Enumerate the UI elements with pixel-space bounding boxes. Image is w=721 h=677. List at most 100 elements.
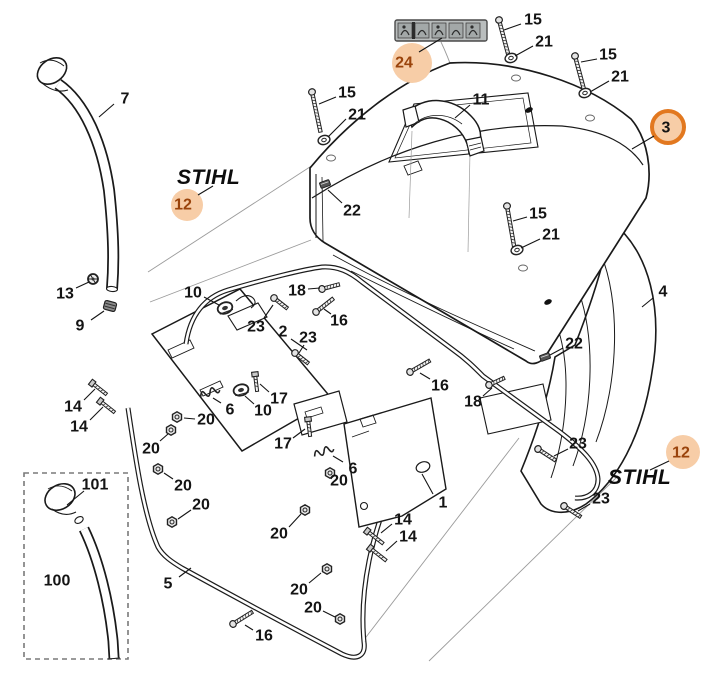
callout-21[interactable]: 21 [514, 34, 553, 57]
nut-glyph [152, 462, 164, 476]
screw-glyph [485, 375, 506, 389]
part-number-label: 15 [524, 12, 542, 29]
part-number-label: 1 [439, 495, 448, 512]
part-24-label-strip [394, 19, 488, 42]
callout-14[interactable]: 14 [64, 388, 96, 416]
callout-101[interactable]: 101 [66, 477, 108, 506]
callout-20[interactable]: 20 [304, 600, 336, 618]
callout-11[interactable]: 11 [454, 92, 490, 119]
callout-18[interactable]: 18 [464, 387, 493, 411]
callout-24[interactable]: 24 [395, 37, 443, 72]
callout-23[interactable]: 23 [553, 436, 587, 457]
callout-15[interactable]: 15 [580, 47, 617, 64]
callout-16[interactable]: 16 [323, 308, 348, 330]
callout-15[interactable]: 15 [512, 206, 547, 223]
screw-glyph [308, 88, 323, 134]
grommet-glyph [216, 301, 234, 315]
nut-glyph [166, 515, 178, 529]
callout-15[interactable]: 15 [318, 85, 356, 105]
marker-24[interactable] [392, 43, 432, 83]
callout-13[interactable]: 13 [56, 281, 90, 303]
screw-glyph [495, 16, 511, 57]
screw-glyph [406, 358, 432, 376]
part-number-label: 12 [672, 445, 690, 462]
callout-21[interactable]: 21 [520, 227, 560, 249]
spring-glyph [313, 446, 335, 457]
screw-glyph [229, 609, 255, 628]
part-number-label: 18 [288, 283, 306, 300]
part-number-label: 14 [64, 399, 82, 416]
stihl-logo-right: STIHL [608, 466, 671, 489]
option-box [23, 472, 129, 660]
callout-6[interactable]: 6 [212, 397, 235, 419]
callout-100[interactable]: 100 [44, 573, 71, 590]
part-number-label: 23 [299, 330, 317, 347]
part-number-label: 15 [529, 206, 547, 223]
marker-12-left[interactable] [171, 189, 203, 221]
part-11-handle [402, 99, 485, 157]
callout-14[interactable]: 14 [380, 512, 412, 534]
callout-18[interactable]: 18 [288, 283, 321, 300]
callout-6[interactable]: 6 [332, 455, 358, 478]
callout-23[interactable]: 23 [298, 330, 317, 354]
part-number-label: 21 [535, 34, 553, 51]
callout-3[interactable]: 3 [631, 120, 671, 150]
callout-4[interactable]: 4 [641, 284, 668, 308]
callout-22[interactable]: 22 [549, 336, 583, 356]
callout-17[interactable]: 17 [259, 383, 288, 408]
screw-glyph [291, 349, 311, 366]
part-number-label: 20 [290, 582, 308, 599]
callout-23[interactable]: 23 [577, 491, 610, 512]
part-number-label: 11 [473, 92, 490, 109]
part-number-label: 15 [599, 47, 617, 64]
callout-16[interactable]: 16 [244, 624, 273, 645]
hood-dot [544, 299, 552, 305]
callout-12[interactable]: 12 [174, 185, 214, 214]
callout-16[interactable]: 16 [419, 372, 449, 395]
callout-20[interactable]: 20 [330, 473, 348, 490]
part-number-label: 16 [330, 313, 348, 330]
callout-20[interactable]: 20 [177, 497, 210, 520]
callout-23[interactable]: 23 [247, 304, 274, 336]
callout-20[interactable]: 20 [183, 412, 215, 429]
callout-12[interactable]: 12 [649, 445, 690, 471]
callout-20[interactable]: 20 [290, 572, 322, 599]
callout-21[interactable]: 21 [589, 69, 629, 93]
part-number-label: 20 [270, 526, 288, 543]
callout-21[interactable]: 21 [327, 107, 366, 138]
callout-7[interactable]: 7 [98, 91, 130, 118]
callout-20[interactable]: 20 [270, 513, 302, 543]
spring-glyph [199, 387, 221, 398]
grommet-glyph [232, 383, 250, 397]
callout-2[interactable]: 2 [279, 324, 308, 351]
marker-3[interactable] [650, 109, 686, 145]
projection-lines [147, 41, 618, 662]
callout-20[interactable]: 20 [163, 472, 192, 495]
part-number-label: 5 [164, 576, 173, 593]
callout-9[interactable]: 9 [76, 310, 105, 335]
callout-20[interactable]: 20 [142, 433, 169, 458]
part-number-label: 20 [197, 412, 215, 429]
part-number-label: 18 [464, 394, 482, 411]
callout-22[interactable]: 22 [327, 189, 361, 220]
callout-1[interactable]: 1 [421, 473, 448, 512]
callout-10[interactable]: 10 [184, 285, 220, 306]
part-7-chute-tube [36, 56, 120, 293]
nut-glyph [321, 562, 333, 576]
callout-10[interactable]: 10 [244, 395, 272, 420]
hole-glyph [326, 154, 336, 162]
callout-14[interactable]: 14 [70, 406, 104, 436]
marker-12-right[interactable] [666, 435, 700, 469]
part-number-label: 6 [226, 402, 235, 419]
callout-5[interactable]: 5 [164, 567, 192, 593]
screw-glyph [560, 502, 583, 520]
callout-15[interactable]: 15 [503, 12, 542, 31]
nut-glyph [324, 466, 336, 480]
callout-17[interactable]: 17 [274, 428, 306, 453]
callout-14[interactable]: 14 [385, 529, 417, 552]
part-number-label: 16 [255, 628, 273, 645]
part-number-label: 23 [247, 319, 265, 336]
nut-glyph [334, 612, 346, 626]
stihl-logo-left: STIHL [177, 166, 240, 189]
